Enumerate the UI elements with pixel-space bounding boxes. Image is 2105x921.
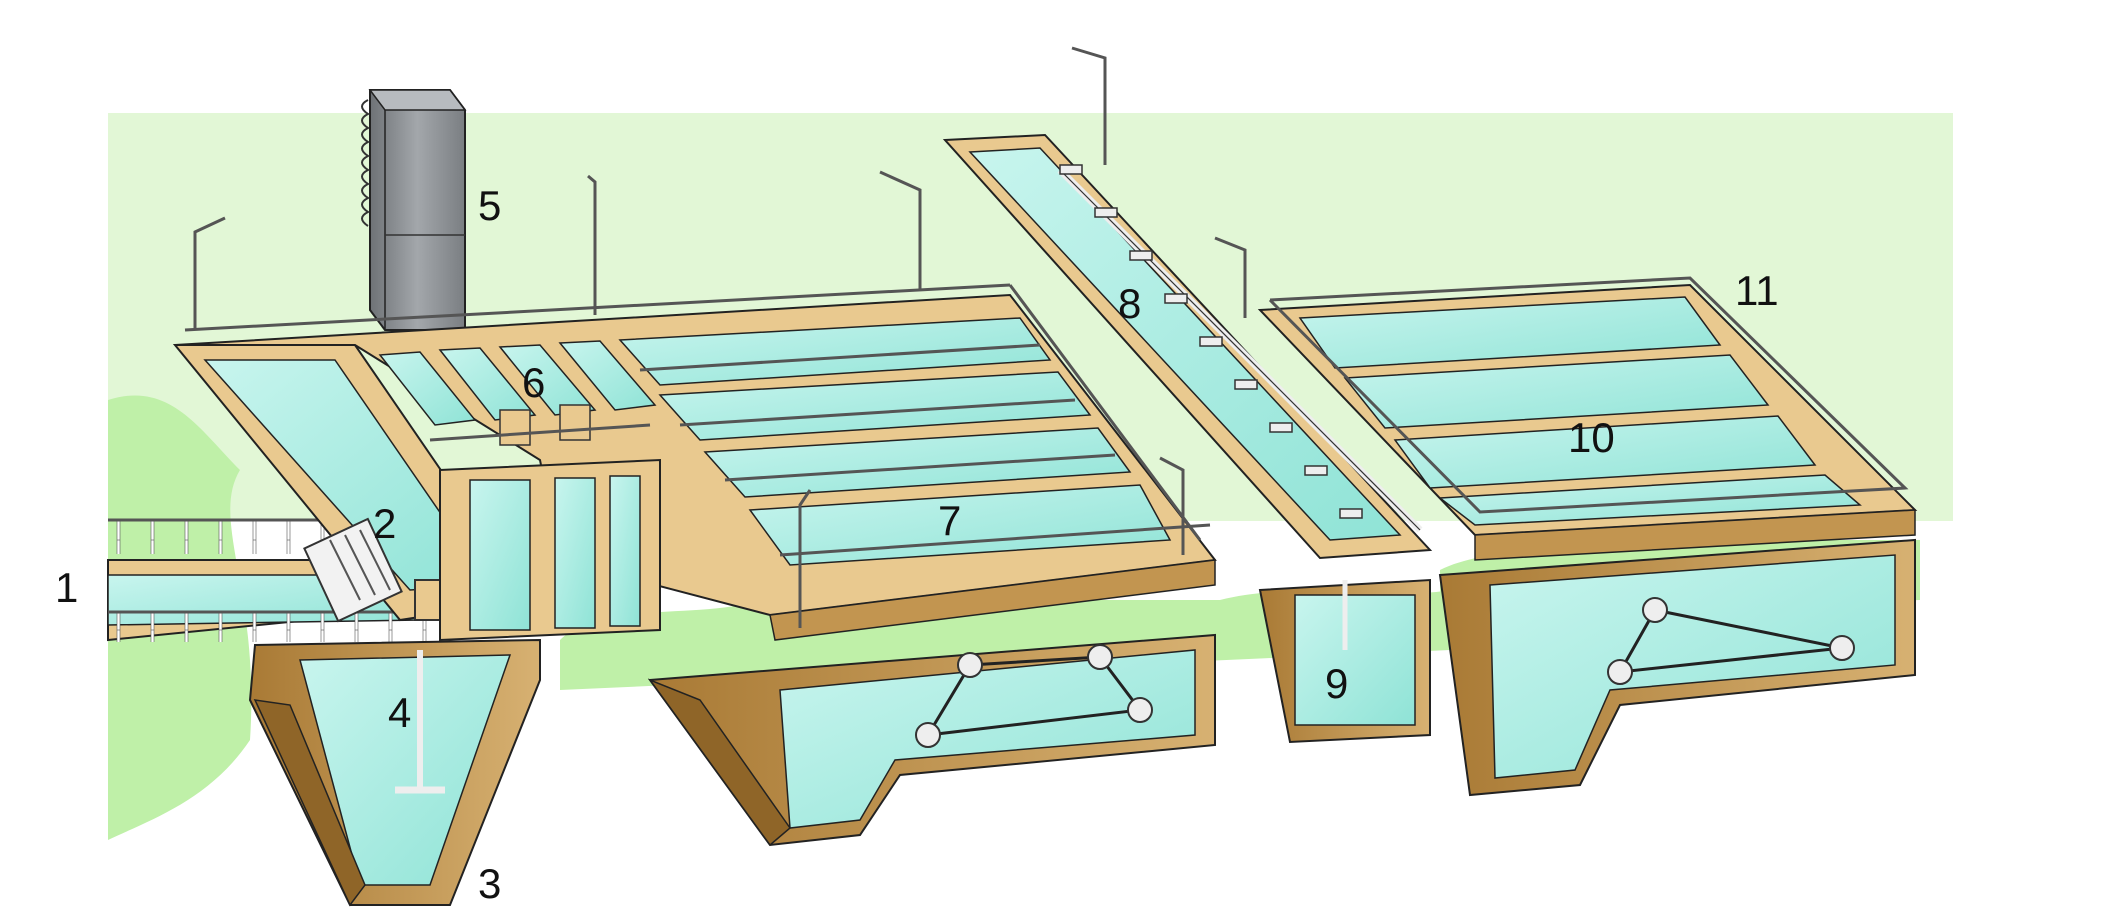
- diffuser-pipes: [1059, 164, 1363, 519]
- callout-3: 3: [478, 860, 501, 907]
- callout-6: 6: [522, 359, 545, 406]
- callout-11: 11: [1735, 267, 1779, 314]
- cooling-tower: [361, 89, 467, 331]
- callout-10: 10: [1568, 414, 1615, 461]
- grit-chamber: [248, 638, 541, 907]
- scraper-chain-right: [1607, 597, 1855, 685]
- callout-7: 7: [938, 497, 961, 544]
- callout-9: 9: [1325, 660, 1348, 707]
- bar-screen-icon: [303, 517, 403, 623]
- callout-1: 1: [55, 564, 78, 611]
- central-railing: [184, 283, 1211, 557]
- aeration-trench: [942, 133, 1433, 744]
- clarifier-hopper: [647, 633, 1216, 847]
- callout-4: 4: [388, 689, 411, 736]
- callout-2: 2: [373, 500, 396, 547]
- final-clarifier-deck: [1257, 276, 1918, 561]
- sedimentation-basins: [618, 317, 1172, 566]
- street-lamps: [193, 46, 1247, 628]
- scraper-chain: [915, 644, 1153, 748]
- pipe-gallery: [439, 458, 661, 642]
- callout-5: 5: [478, 182, 501, 229]
- callout-8: 8: [1118, 280, 1141, 327]
- callout-labels: 1 2 3 4 5 6 7 8 9 10 11: [55, 182, 1779, 907]
- final-clarifier-hopper: [1438, 538, 1916, 797]
- distribution-channels: [378, 340, 657, 446]
